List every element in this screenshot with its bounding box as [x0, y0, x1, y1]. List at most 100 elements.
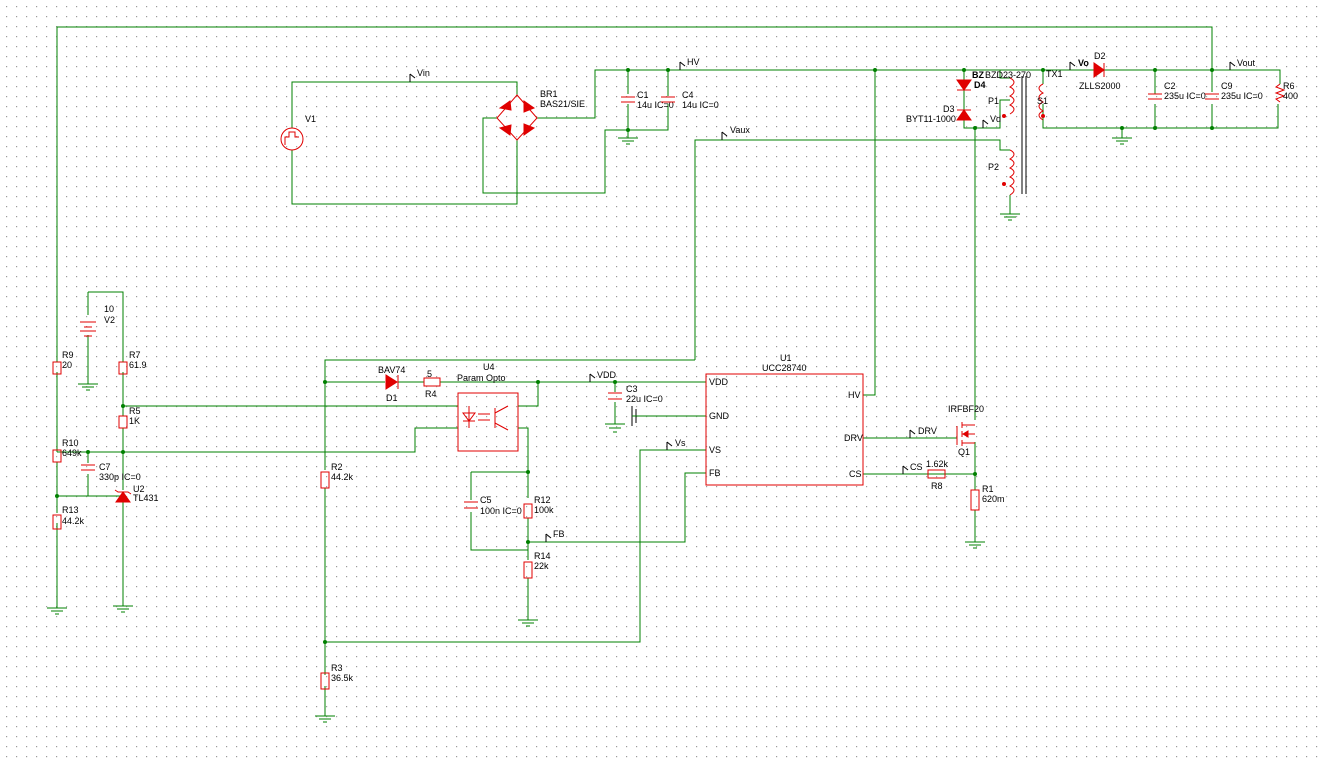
q1-mosfet[interactable]: IRFBF20 Q1 [948, 404, 984, 457]
u1-pin-cs: CS [849, 469, 862, 479]
tx1-transformer[interactable]: TX1 P1 P2 S1 [988, 69, 1063, 196]
c2-value: 235u IC=0 [1164, 91, 1206, 101]
u4-ref: U4 [483, 362, 495, 372]
c7-capacitor[interactable]: C7 330p IC=0 [81, 462, 141, 482]
net-label-vd: Vd [982, 114, 1001, 129]
u1-pin-gnd: GND [709, 411, 730, 421]
d3-diode[interactable]: D3 BYT11-1000 [906, 104, 972, 124]
u1-pin-vs: VS [709, 445, 721, 455]
r2-resistor[interactable]: R2 44.2k [320, 462, 354, 489]
c2-ref: C2 [1164, 81, 1176, 91]
r6-resistor[interactable]: R6 400 [1274, 81, 1298, 103]
net-label-vaux: Vaux [721, 125, 750, 141]
d4-prefix: BZ [972, 70, 984, 80]
r6-ref: R6 [1283, 81, 1295, 91]
u2-ref: U2 [133, 484, 145, 494]
r1-ref: R1 [982, 484, 994, 494]
d2-value: ZLLS2000 [1079, 81, 1121, 91]
r12-value: 100k [534, 505, 554, 515]
c4-capacitor[interactable]: C4 14u IC=0 [661, 90, 719, 110]
r5-resistor[interactable]: R5 1K [118, 406, 141, 429]
r5-ref: R5 [129, 406, 141, 416]
v1-label: V1 [305, 114, 316, 124]
r13-value: 44.2k [62, 516, 85, 526]
r6-value: 400 [1283, 91, 1298, 101]
c7-ref: C7 [99, 462, 111, 472]
r8-resistor[interactable]: 1.62k R8 [926, 459, 949, 491]
c1-value: 14u IC=0 [637, 100, 674, 110]
d3-ref: D3 [943, 104, 955, 114]
ground-symbol-c3 [631, 406, 638, 426]
r4-ref: R4 [425, 389, 437, 399]
r8-value: 1.62k [926, 459, 949, 469]
r1-resistor[interactable]: R1 620m [970, 484, 1005, 511]
v2-value: 10 [104, 304, 114, 314]
d4-zener-diode[interactable]: BZ BZD23-270 D4 [956, 70, 1031, 91]
d1-value: BAV74 [378, 365, 405, 375]
r3-ref: R3 [331, 663, 343, 673]
c2-capacitor[interactable]: C2 235u IC=0 [1148, 81, 1206, 101]
c5-capacitor[interactable]: C5 100n IC=0 [464, 495, 522, 516]
r14-resistor[interactable]: R14 22k [523, 551, 551, 579]
u1-pin-fb: FB [709, 468, 721, 478]
r4-value: 5 [427, 369, 432, 379]
r12-ref: R12 [534, 495, 551, 505]
u1-controller-ic[interactable]: U1 UCC28740 VDD GND VS FB HV DRV CS [705, 353, 864, 486]
svg-text:Vout: Vout [1237, 58, 1256, 68]
net-label-vo: Vo [1069, 58, 1089, 71]
r7-value: 61.9 [129, 360, 147, 370]
net-label-drv: DRV [909, 426, 937, 439]
svg-text:Vd: Vd [990, 114, 1001, 124]
d1-ref: D1 [386, 393, 398, 403]
u1-pin-hv: HV [848, 390, 861, 400]
r9-resistor[interactable]: R9 20 [52, 350, 74, 375]
net-label-hv: HV [679, 57, 700, 71]
svg-text:HV: HV [687, 57, 700, 67]
v2-battery[interactable]: 10 V2 [80, 304, 115, 337]
c3-capacitor[interactable]: C3 22u IC=0 [608, 384, 663, 404]
c9-ref: C9 [1221, 81, 1233, 91]
r2-ref: R2 [331, 462, 343, 472]
svg-text:Vaux: Vaux [730, 125, 750, 135]
ground-symbol [605, 418, 625, 433]
d1-diode[interactable]: BAV74 D1 [378, 365, 405, 403]
svg-text:DRV: DRV [918, 426, 937, 436]
q1-value: IRFBF20 [948, 404, 984, 414]
net-label-vs: Vs [666, 438, 686, 451]
c9-capacitor[interactable]: C9 235u IC=0 [1205, 81, 1263, 101]
r3-resistor[interactable]: R3 36.5k [320, 663, 354, 690]
d2-schottky-diode[interactable]: D2 ZLLS2000 [1079, 51, 1121, 91]
u2-shunt-regulator[interactable]: U2 TL431 [114, 484, 159, 503]
r3-value: 36.5k [331, 673, 354, 683]
u2-value: TL431 [133, 493, 159, 503]
v1-source[interactable]: V1 [280, 114, 316, 151]
wires [56, 26, 1281, 715]
r7-resistor[interactable]: R7 61.9 [118, 350, 147, 375]
u4-optocoupler[interactable]: U4 Param Opto [457, 362, 519, 452]
br1-value: BAS21/SIE [540, 99, 585, 109]
r7-ref: R7 [129, 350, 141, 360]
r10-value: 649k [62, 448, 82, 458]
r12-resistor[interactable]: R12 100k [523, 495, 554, 519]
v2-ref: V2 [104, 315, 115, 325]
r1-value: 620m [982, 494, 1005, 504]
svg-text:Vo: Vo [1078, 58, 1089, 68]
r8-ref: R8 [931, 481, 943, 491]
c4-ref: C4 [682, 90, 694, 100]
r5-value: 1K [129, 416, 140, 426]
junction-dots [55, 68, 1214, 644]
r13-resistor[interactable]: R13 44.2k [52, 505, 85, 530]
r13-ref: R13 [62, 505, 79, 515]
br1-bridge-rectifier[interactable]: BR1 BAS21/SIE [496, 89, 585, 141]
c1-capacitor[interactable]: C1 14u IC=0 [621, 90, 674, 110]
r10-ref: R10 [62, 438, 79, 448]
net-label-cs: CS [902, 462, 923, 475]
svg-text:Vin: Vin [417, 68, 430, 78]
u1-pin-vdd: VDD [709, 377, 729, 387]
tx1-ref: TX1 [1046, 69, 1063, 79]
r4-resistor[interactable]: 5 R4 [423, 369, 441, 399]
d2-ref: D2 [1094, 51, 1106, 61]
r10-resistor[interactable]: R10 649k [52, 438, 82, 463]
u4-value: Param Opto [457, 373, 506, 383]
